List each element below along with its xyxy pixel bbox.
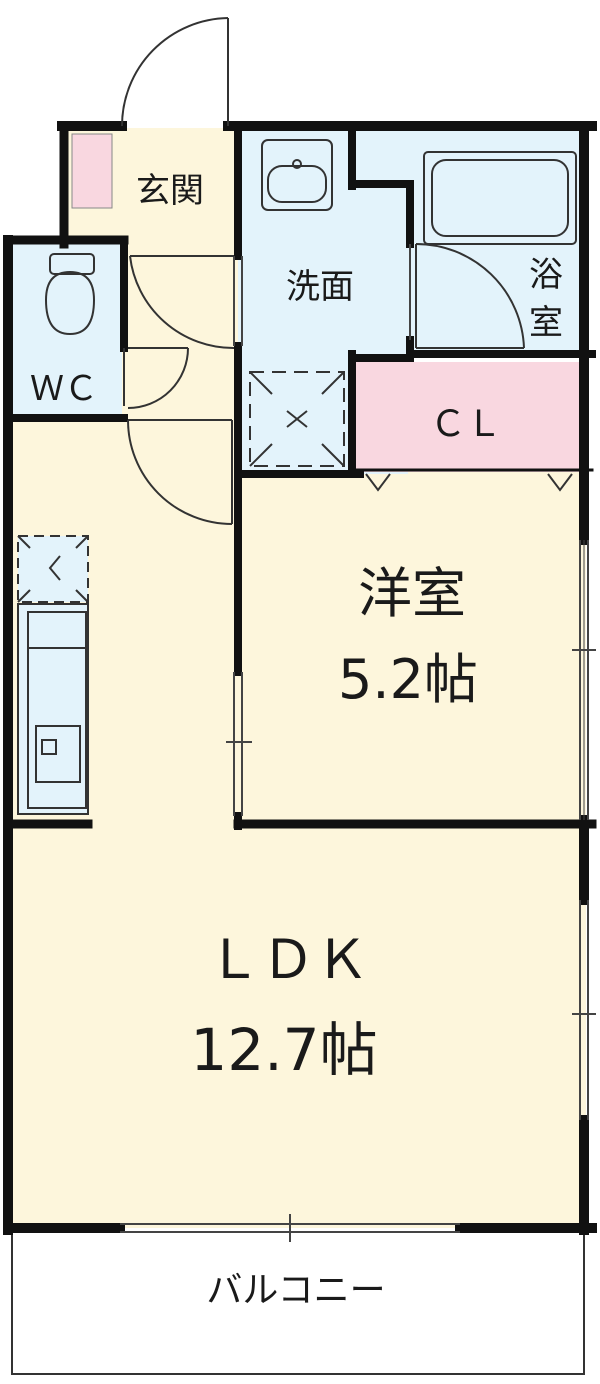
- bath-floor: [408, 128, 586, 354]
- western-floor: [238, 474, 586, 826]
- fixtures: [17, 139, 577, 815]
- genkan-label: 玄関: [136, 171, 204, 211]
- kitchen-sink-icon: [17, 603, 89, 815]
- bath-notch: [350, 128, 410, 182]
- closet-floor: [356, 362, 586, 472]
- doors: [121, 17, 573, 525]
- balcony-floor: [11, 1231, 585, 1375]
- walls: [3, 121, 597, 1235]
- bath-label-1: 浴: [529, 255, 563, 295]
- balcony-label: バルコニー: [206, 1270, 385, 1311]
- western-room-name: 洋室: [358, 562, 466, 625]
- floors: [10, 128, 586, 1375]
- windows: [120, 244, 596, 1242]
- bathtub-icon: [423, 151, 577, 245]
- washbasin-icon: [261, 139, 333, 211]
- room-labels: 玄関 洗面 浴 室 ＷＣ ＣＬ 洋室 5.2帖 ＬＤＫ 12.7帖 バルコニー: [30, 171, 563, 1311]
- genkan-shoebox: [71, 133, 113, 209]
- wc-label: ＷＣ: [30, 369, 98, 409]
- closet-label: ＣＬ: [430, 404, 502, 445]
- refrigerator-space-icon: [17, 535, 89, 603]
- entry-door-icon: [121, 17, 229, 127]
- western-room-size: 5.2帖: [338, 648, 478, 711]
- washroom-label: 洗面: [286, 267, 354, 307]
- ldk-size: 12.7帖: [190, 1016, 377, 1084]
- washing-machine-pan-icon: [249, 371, 345, 467]
- bath-label-2: 室: [529, 303, 563, 343]
- ldk-name: ＬＤＫ: [207, 928, 369, 991]
- toilet-icon: [44, 253, 96, 336]
